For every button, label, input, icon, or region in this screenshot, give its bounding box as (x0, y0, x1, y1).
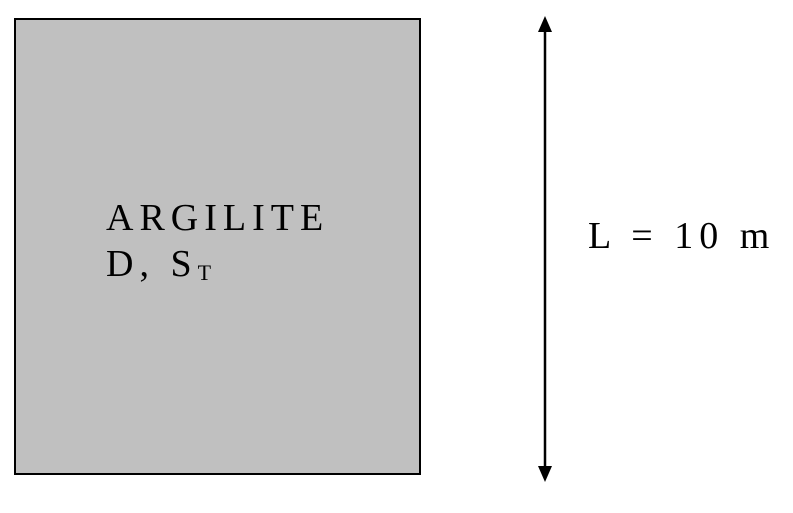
arrow-head-top (538, 16, 552, 32)
length-label: L = 10 m (588, 215, 776, 257)
arrow-head-bottom (538, 466, 552, 482)
parameters-subscript: T (197, 259, 212, 285)
material-label: ARGILITE (106, 197, 330, 239)
dimension-arrow (538, 16, 552, 482)
parameters-main: D, S (106, 242, 198, 285)
block-label: ARGILITE D, ST (106, 196, 329, 287)
parameters-label: D, ST (106, 242, 329, 288)
clay-block: ARGILITE D, ST (14, 18, 421, 475)
